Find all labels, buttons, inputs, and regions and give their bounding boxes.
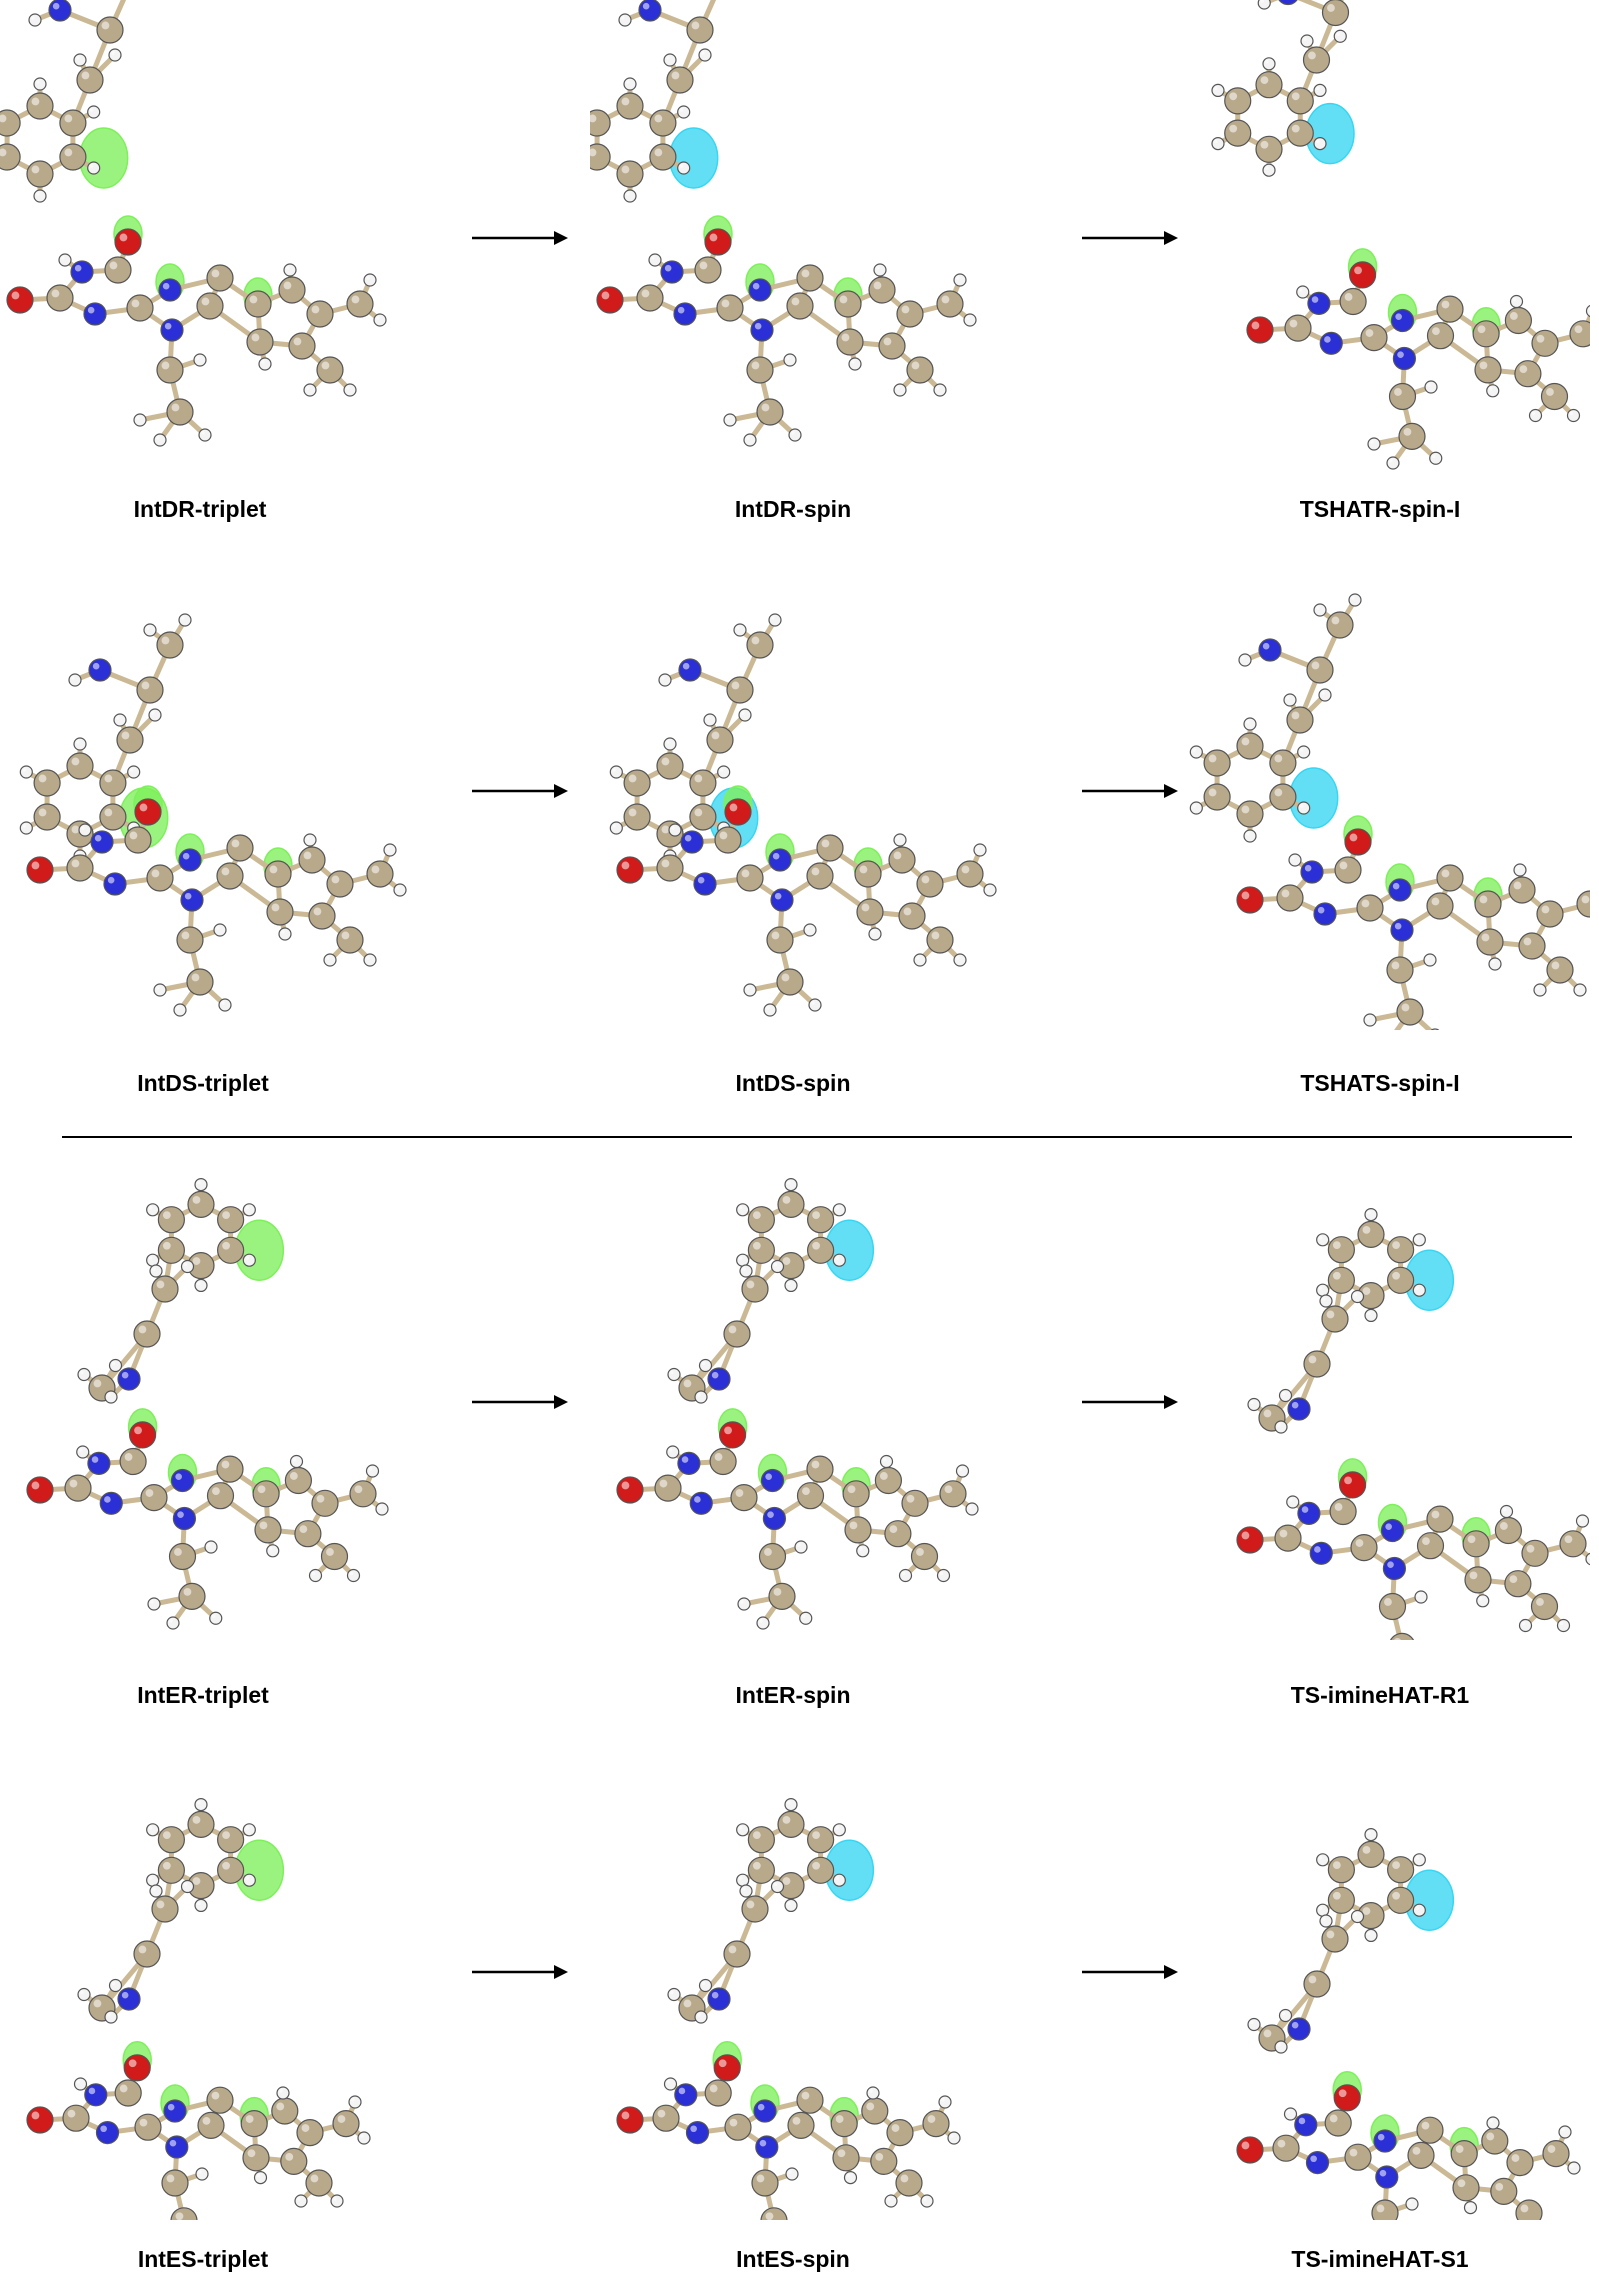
panel-label-intdr-spin: IntDR-spin: [734, 496, 852, 522]
reaction-arrow-icon: [1082, 231, 1178, 245]
section-divider: [62, 1136, 1572, 1138]
molecule-panel-ts-iminehat-s1: [1170, 1730, 1590, 2220]
reaction-arrow-icon: [1082, 1965, 1178, 1979]
panel-label-intdr-triplet: IntDR-triplet: [133, 496, 267, 522]
reaction-arrow-icon: [472, 784, 568, 798]
molecule-panel-ts-iminehat-r1: [1170, 1150, 1590, 1640]
molecule-panel-tshats-spin-i: [1170, 540, 1590, 1030]
reaction-arrow-icon: [1082, 1395, 1178, 1409]
panel-label-ts-iminehat-s1: TS-imineHAT-S1: [1291, 2246, 1469, 2272]
molecule-panel-intes-spin: [590, 1730, 1010, 2220]
reaction-arrow-icon: [472, 1395, 568, 1409]
reaction-arrow-icon: [472, 231, 568, 245]
molecule-panel-tshatr-spin-i: [1170, 0, 1590, 490]
molecule-panel-intes-triplet: [0, 1730, 420, 2220]
panel-label-intds-triplet: IntDS-triplet: [137, 1070, 269, 1096]
molecule-panel-inter-spin: [590, 1150, 1010, 1640]
panel-label-tshats-spin-i: TSHATS-spin-I: [1300, 1070, 1460, 1096]
molecule-panel-inter-triplet: [0, 1150, 420, 1640]
panel-label-tshatr-spin-i: TSHATR-spin-I: [1299, 496, 1461, 522]
panel-label-intes-triplet: IntES-triplet: [137, 2246, 269, 2272]
molecule-panel-intdr-triplet: [0, 0, 420, 490]
panel-label-inter-spin: IntER-spin: [735, 1682, 851, 1708]
molecule-panel-intds-triplet: [0, 540, 420, 1030]
panel-label-inter-triplet: IntER-triplet: [137, 1682, 269, 1708]
molecule-panel-intdr-spin: [590, 0, 1010, 490]
reaction-arrow-icon: [1082, 784, 1178, 798]
panel-label-intes-spin: IntES-spin: [736, 2246, 850, 2272]
panel-label-ts-iminehat-r1: TS-imineHAT-R1: [1290, 1682, 1470, 1708]
reaction-arrow-icon: [472, 1965, 568, 1979]
panel-label-intds-spin: IntDS-spin: [735, 1070, 851, 1096]
molecule-panel-intds-spin: [590, 540, 1010, 1030]
